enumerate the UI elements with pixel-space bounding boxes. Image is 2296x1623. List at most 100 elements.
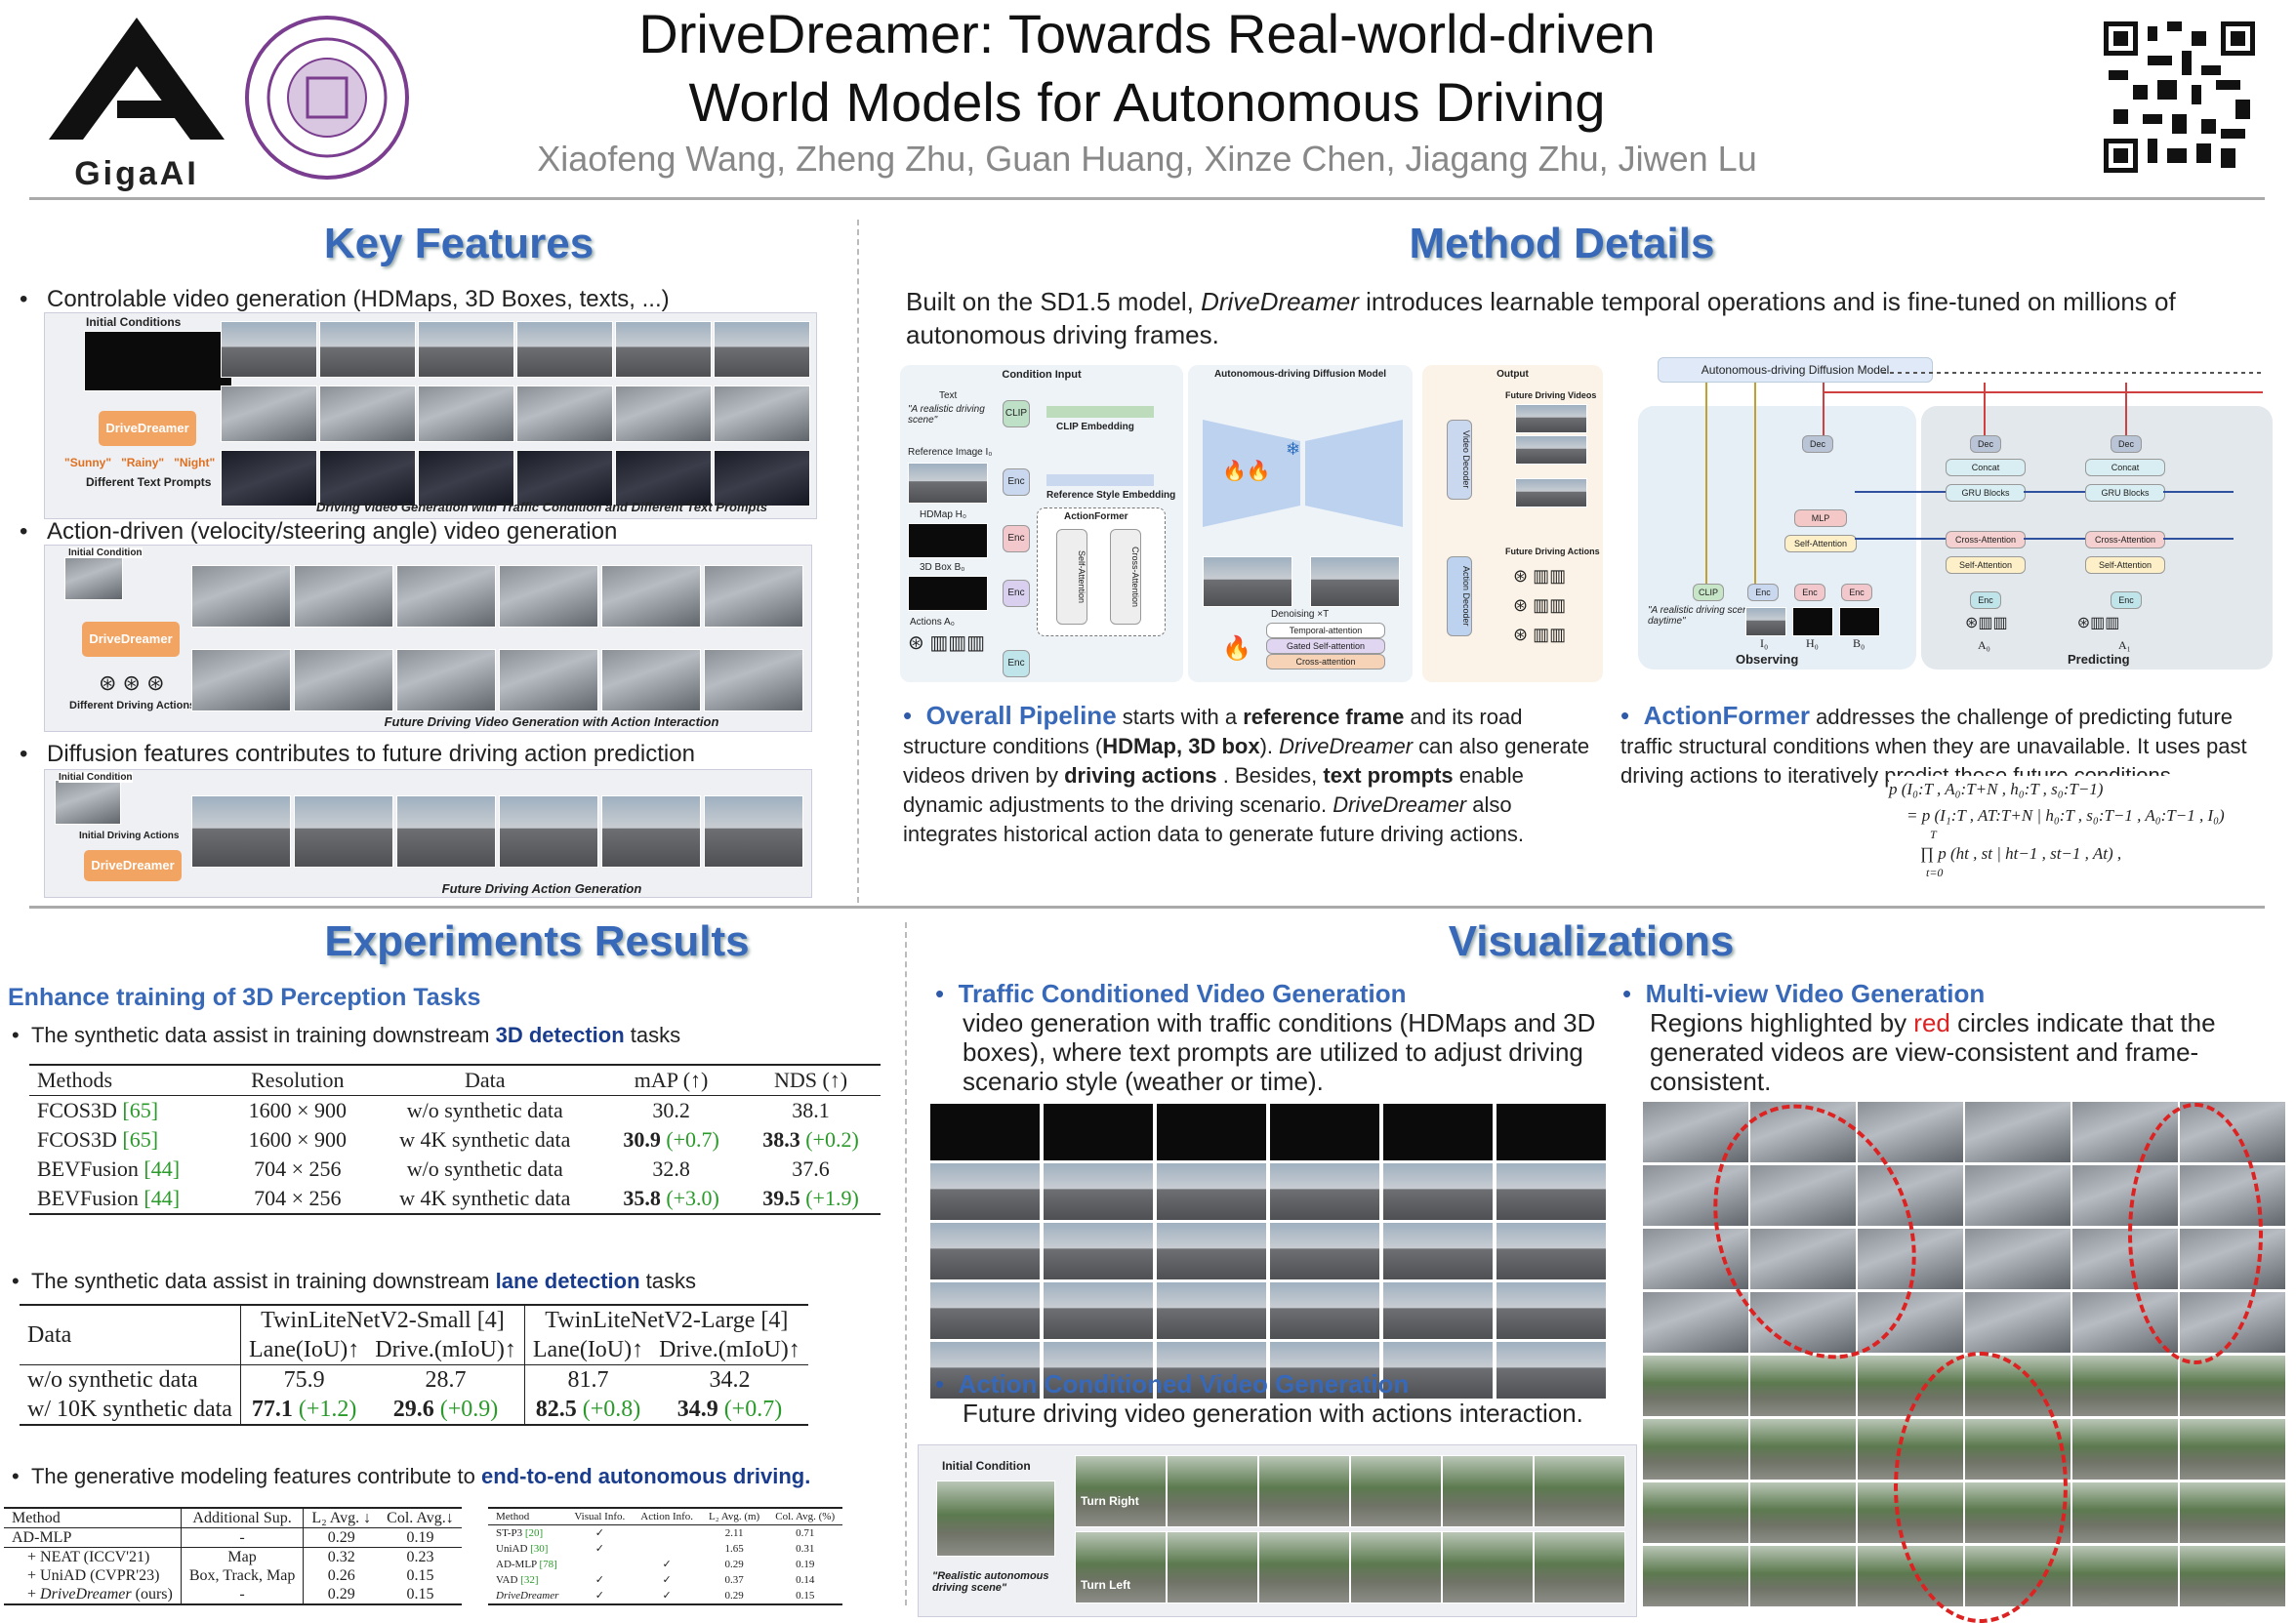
t1-method: FCOS3D [65]	[37, 1127, 159, 1152]
kf-fig1-prompts: "Sunny" "Rainy" "Night"	[64, 456, 215, 469]
t4-visual: ✓	[594, 1527, 604, 1539]
video-frame	[1749, 1101, 1857, 1163]
video-frame	[1043, 1162, 1154, 1221]
video-frame	[191, 795, 291, 868]
pred-concat-1: Concat	[1946, 459, 2026, 476]
title-line-2: World Models for Autonomous Driving	[688, 71, 1606, 133]
t2-data-header: Data	[20, 1305, 241, 1365]
prompt-sunny: "Sunny"	[64, 456, 112, 469]
obs-h0-label: H₀	[1806, 636, 1819, 650]
hdmap-enc-box: Enc	[1003, 525, 1030, 552]
video-frame	[1258, 1455, 1350, 1527]
video-frame	[516, 385, 613, 442]
t4-method: AD-MLP [78]	[496, 1559, 557, 1570]
multiview-text-a: Regions highlighted by	[1650, 1008, 1914, 1037]
video-frame	[221, 450, 317, 507]
tsinghua-seal-icon	[244, 15, 410, 181]
t4-header: Col. Avg. (%)	[775, 1511, 836, 1522]
video-frame	[499, 649, 598, 711]
video-frame	[396, 565, 496, 628]
latent-clean-frame	[1310, 556, 1400, 607]
t2-value: 28.7	[367, 1364, 525, 1395]
t1-header: Methods	[37, 1068, 112, 1092]
obs-enc-1: Enc	[1747, 584, 1779, 601]
method-intro-a: Built on the SD1.5 model,	[906, 287, 1202, 316]
column-divider-top	[857, 220, 859, 903]
t2-subheader: Lane(IoU)↑	[532, 1337, 644, 1362]
actions-steering-icon: ⊛ ▥▥▥	[908, 632, 986, 654]
exp-b2-b: lane detection	[495, 1269, 640, 1293]
ref-enc-box: Enc	[1003, 468, 1030, 496]
video-frame	[1749, 1228, 1857, 1290]
video-frame	[1749, 1164, 1857, 1227]
method-details-title: Method Details	[1409, 220, 1715, 267]
pipeline-i2: DriveDreamer	[1332, 792, 1467, 817]
pipeline-b2: HDMap, 3D box	[1102, 734, 1260, 758]
video-frame	[2071, 1481, 2179, 1544]
author-list: Xiaofeng Wang, Zheng Zhu, Guan Huang, Xi…	[537, 139, 1757, 179]
action-video-figure: Initial Condition "Realistic autonomous …	[918, 1444, 1637, 1617]
video-frame	[1642, 1418, 1749, 1481]
video-frame	[1167, 1531, 1258, 1603]
video-frame	[601, 565, 701, 628]
obs-b0-frame	[1839, 607, 1880, 636]
t2-value: 34.9 (+0.7)	[676, 1397, 783, 1422]
exp-b1-c: tasks	[624, 1023, 681, 1047]
t4-l2: 1.65	[724, 1543, 744, 1555]
t4-action: ✓	[662, 1590, 672, 1602]
video-frame	[1534, 1455, 1625, 1527]
output-label: Output	[1496, 369, 1529, 380]
t4-visual	[566, 1557, 633, 1572]
kf-bullet-3: •Diffusion features contributes to futur…	[20, 740, 859, 769]
t2-value: 75.9	[283, 1367, 325, 1393]
latent-noise-frame	[1203, 556, 1292, 607]
kf-fig3-caption: Future Driving Action Generation	[441, 881, 642, 896]
cross-attention-box: Cross-attention	[1266, 654, 1385, 669]
t2-subheader: Lane(IoU)↑	[248, 1337, 360, 1362]
observing-label: Observing	[1736, 652, 1799, 667]
pipeline-bullet-icon: •	[903, 701, 926, 730]
middle-rule	[29, 906, 2265, 909]
pipeline-b3: driving actions	[1064, 763, 1217, 788]
obs-b0-label: B₀	[1853, 636, 1866, 650]
t3-col: 0.19	[406, 1529, 434, 1546]
future-video-frame-3	[1515, 478, 1587, 507]
t3-col: 0.23	[406, 1549, 434, 1565]
method-diagram-actionformer: Autonomous-driving Diffusion Model CLIP …	[1638, 353, 2287, 675]
clip-box: CLIP	[1003, 400, 1030, 427]
t1-header: Data	[465, 1068, 506, 1092]
obs-i0-frame	[1745, 607, 1786, 636]
t2-value: 81.7	[567, 1367, 609, 1393]
pipeline-t1: starts with a	[1116, 705, 1244, 729]
video-frame	[1964, 1101, 2071, 1163]
video-frame	[1496, 1103, 1607, 1161]
video-frame	[615, 385, 712, 442]
exp-b3-a: The generative modeling features contrib…	[30, 1464, 481, 1488]
kf-fig3-actions-label: Initial Driving Actions	[79, 831, 180, 841]
video-frame	[1749, 1291, 1857, 1354]
pred-concat-2: Concat	[2085, 459, 2165, 476]
traffic-head: Traffic Conditioned Video Generation	[958, 979, 1407, 1008]
video-frame	[1442, 1455, 1534, 1527]
snowflake-icon: ❄	[1286, 439, 1301, 459]
pred-steering-icons: ⊛▥▥ ⊛▥▥	[1965, 615, 2120, 631]
t3-l2: 0.29	[327, 1586, 355, 1603]
overall-pipeline-text: • Overall Pipeline starts with a referen…	[903, 701, 1596, 849]
pipeline-t3: ).	[1259, 734, 1280, 758]
video-frame	[191, 565, 291, 628]
kf-bullet-1-text: Controlable video generation (HDMaps, 3D…	[47, 286, 670, 312]
t1-method: BEVFusion [44]	[37, 1186, 181, 1210]
video-frame	[1442, 1531, 1534, 1603]
bullet-dot-icon: •	[12, 1269, 31, 1293]
video-frame	[1156, 1341, 1267, 1400]
t3-header: L₂ Avg. ↓	[311, 1510, 372, 1526]
bullet-dot-icon: •	[12, 1023, 31, 1047]
video-frame	[1382, 1103, 1494, 1161]
t4-action: ✓	[662, 1559, 672, 1570]
t1-resolution: 1600 × 900	[248, 1098, 348, 1122]
pipeline-b1: reference frame	[1243, 705, 1405, 729]
video-frame	[1857, 1228, 1964, 1290]
video-frame	[1043, 1103, 1154, 1161]
